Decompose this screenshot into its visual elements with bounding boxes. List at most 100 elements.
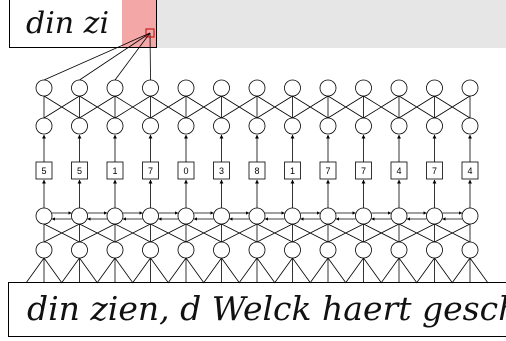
input-layer-node <box>319 241 337 259</box>
input-layer-node <box>426 241 443 259</box>
strip-connection <box>203 257 222 284</box>
input-layer-node <box>106 241 124 259</box>
top-cross-connection <box>256 95 293 119</box>
strip-connection <box>256 257 276 284</box>
label-digit: 0 <box>183 166 188 176</box>
recurrent-layer-node <box>426 207 443 225</box>
label-digit: 1 <box>290 166 295 176</box>
input-connection-line <box>43 32 151 81</box>
top-cross-connection <box>150 95 187 119</box>
strip-connection <box>61 257 80 284</box>
top-cross-connection <box>398 95 435 119</box>
strip-connection <box>380 257 400 284</box>
input-connection-line <box>79 32 151 81</box>
label-digit: 5 <box>77 166 82 176</box>
input-layer-node <box>177 241 195 259</box>
upper-layer-node <box>248 117 266 135</box>
label-digit: 7 <box>432 166 437 176</box>
strip-connection <box>345 257 364 284</box>
label-box <box>142 161 159 180</box>
top-layer-node <box>390 79 408 97</box>
recurrent-layer-node <box>284 207 301 225</box>
input-layer-node <box>390 241 408 259</box>
strip-connection <box>309 257 329 284</box>
bottom-cross-connection <box>363 223 400 243</box>
top-layer-node <box>426 79 443 97</box>
strip-connection <box>150 257 169 284</box>
strip-connection <box>221 257 240 284</box>
label-box <box>35 161 53 180</box>
label-digit: 4 <box>467 166 472 176</box>
label-box <box>71 161 88 180</box>
label-box <box>177 161 195 180</box>
upper-layer-node <box>390 117 408 135</box>
top-layer-node <box>142 79 159 97</box>
top-layer-node <box>461 79 479 97</box>
strip-connection <box>469 257 489 284</box>
top-layer-node <box>248 79 266 97</box>
recurrent-layer-node <box>177 207 195 225</box>
label-digit: 1 <box>112 166 117 176</box>
label-box <box>319 161 337 180</box>
strip-connection <box>363 257 382 284</box>
top-layer-node <box>319 79 337 97</box>
top-layer-node <box>177 79 195 97</box>
bottom-cross-connection <box>43 223 80 243</box>
strip-connection <box>79 257 98 284</box>
bottom-cross-connection <box>79 223 116 243</box>
bottom-cross-connection <box>292 223 329 243</box>
top-cross-connection <box>221 95 258 119</box>
top-layer-node <box>35 79 53 97</box>
upper-layer-node <box>426 117 443 135</box>
top-cross-connection <box>363 95 400 119</box>
input-layer-node <box>71 241 88 259</box>
top-cross-connection <box>434 95 471 119</box>
strip-connection <box>132 257 151 284</box>
label-box <box>390 161 408 180</box>
recurrent-layer-node <box>213 207 230 225</box>
bottom-cross-connection <box>398 223 435 243</box>
bottom-cross-connection <box>434 223 471 243</box>
bottom-cross-connection <box>114 223 151 243</box>
upper-layer-node <box>35 117 53 135</box>
upper-layer-node <box>355 117 372 135</box>
input-layer-node <box>142 241 159 259</box>
top-layer-node <box>71 79 88 97</box>
strip-connection <box>398 257 418 284</box>
top-cross-connection <box>185 95 222 119</box>
label-box <box>213 161 230 180</box>
upper-layer-node <box>71 117 88 135</box>
top-gray-band <box>157 0 506 48</box>
input-layer-node <box>248 241 266 259</box>
top-layer-node <box>106 79 124 97</box>
top-layer-node <box>284 79 301 97</box>
crop-handwriting-text: din zi <box>26 6 110 41</box>
upper-layer-node <box>461 117 479 135</box>
strip-connection <box>114 257 134 284</box>
bottom-cross-connection <box>150 223 187 243</box>
bottom-cross-connection <box>221 223 258 243</box>
input-layer-node <box>284 241 301 259</box>
label-box <box>461 161 479 180</box>
recurrent-layer-node <box>390 207 408 225</box>
top-cross-connection <box>292 95 329 119</box>
input-layer-node <box>355 241 372 259</box>
top-cross-connection <box>327 95 364 119</box>
top-layer-node <box>213 79 230 97</box>
input-crop-window: din zi <box>9 0 157 48</box>
upper-layer-node <box>106 117 124 135</box>
recurrent-layer-node <box>71 207 88 225</box>
label-digit: 7 <box>148 166 153 176</box>
strip-connection <box>416 257 435 284</box>
strip-connection <box>43 257 63 284</box>
strip-connection <box>327 257 347 284</box>
top-cross-connection <box>114 95 151 119</box>
input-layer-node <box>35 241 53 259</box>
strip-connection <box>185 257 205 284</box>
receptive-field-marker <box>145 28 155 38</box>
upper-layer-node <box>177 117 195 135</box>
recurrent-layer-node <box>248 207 266 225</box>
recurrent-layer-node <box>355 207 372 225</box>
